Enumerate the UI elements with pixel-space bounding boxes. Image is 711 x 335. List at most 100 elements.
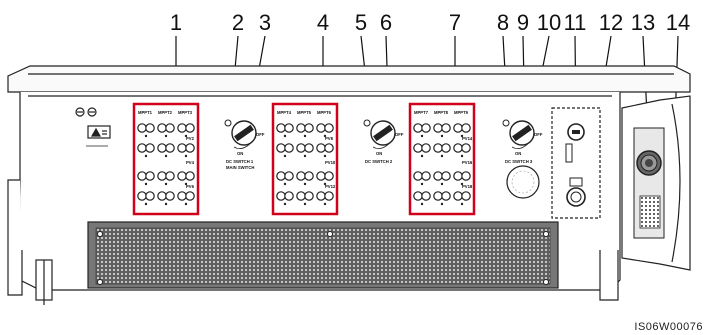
pv-label: PV12 [325,184,336,189]
mppt-label: MPPT3 [178,110,193,115]
pv-connector[interactable] [433,191,443,201]
pv-connector[interactable] [433,171,443,181]
com-port[interactable] [566,187,586,207]
vent-grille [87,221,559,289]
pv-connector[interactable] [284,171,294,181]
pv-connector[interactable] [304,191,314,201]
pv-connector[interactable] [324,143,334,153]
pv-connector[interactable] [316,143,326,153]
pv-connector[interactable] [177,171,187,181]
pv-connector[interactable] [421,191,431,201]
pv-connector[interactable] [316,123,326,133]
pv-connector[interactable] [296,143,306,153]
pv-connector[interactable] [296,191,306,201]
pv-connector[interactable] [461,123,471,133]
pv-connector[interactable] [461,191,471,201]
pv-connector[interactable] [304,171,314,181]
pv-connector[interactable] [316,171,326,181]
pv-connector[interactable] [165,171,175,181]
pv-connector[interactable] [413,171,423,181]
pv-connector[interactable] [137,143,147,153]
pv-connector[interactable] [145,123,155,133]
pv-connector[interactable] [177,143,187,153]
pv-connector[interactable] [316,191,326,201]
pv-connector[interactable] [296,123,306,133]
pv-connector[interactable] [413,143,423,153]
pv-connector[interactable] [453,191,463,201]
pv-connector[interactable] [145,171,155,181]
mppt-label: MPPT6 [317,110,332,115]
pv-connector[interactable] [185,143,195,153]
top-cover [7,65,691,93]
pv-connector[interactable] [157,191,167,201]
pv-connector[interactable] [157,143,167,153]
pv-connector[interactable] [453,123,463,133]
pv-connector[interactable] [324,123,334,133]
pv-connector[interactable] [324,171,334,181]
pv-connector[interactable] [177,123,187,133]
ac-vent-panel [639,195,661,229]
pv-connector[interactable] [165,123,175,133]
mppt-label: MPPT4 [277,110,292,115]
pv-connector[interactable] [441,171,451,181]
pv-connector[interactable] [145,191,155,201]
pv-connector[interactable] [276,191,286,201]
pv-connector[interactable] [296,171,306,181]
pv-connector[interactable] [421,143,431,153]
pv-connector[interactable] [276,123,286,133]
pv-connector[interactable] [304,143,314,153]
pv-connector[interactable] [441,191,451,201]
ac-terminal-area [633,127,665,239]
pv-connector[interactable] [413,191,423,201]
pv-connector[interactable] [441,123,451,133]
pv-connector[interactable] [137,171,147,181]
pv-connector[interactable] [304,123,314,133]
pv-connector[interactable] [441,143,451,153]
pv-connector[interactable] [461,171,471,181]
pv-connector[interactable] [461,143,471,153]
pv-connector[interactable] [276,143,286,153]
pv-label: PV6 [186,184,195,189]
pv-connector[interactable] [324,191,334,201]
pv-label: PV8 [325,136,334,141]
pv-connector[interactable] [137,191,147,201]
pv-connector[interactable] [145,143,155,153]
callout-6: 6 [380,10,392,35]
switch-off-label: OFF [395,132,404,137]
pv-connector[interactable] [433,123,443,133]
pv-connector[interactable] [185,191,195,201]
pv-label: PV2 [186,136,195,141]
callout-14: 14 [666,10,690,35]
pv-connector[interactable] [276,171,286,181]
pv-connector[interactable] [177,191,187,201]
pv-connector[interactable] [453,143,463,153]
pv-connector[interactable] [157,171,167,181]
pv-connector[interactable] [185,171,195,181]
callout-7: 7 [449,10,461,35]
pv-connector[interactable] [421,171,431,181]
pv-connector[interactable] [284,143,294,153]
pv-connector[interactable] [284,191,294,201]
pv-connector[interactable] [137,123,147,133]
pv-connector[interactable] [413,123,423,133]
pv-connector[interactable] [157,123,167,133]
right-mounting-bracket [599,250,619,301]
pv-connector[interactable] [453,171,463,181]
pv-connector[interactable] [421,123,431,133]
switch-off-label: OFF [534,132,543,137]
switch-name-label: DC SWITCH 1 [226,159,254,164]
pv-connector[interactable] [185,123,195,133]
callout-3: 3 [259,10,271,35]
pv-connector[interactable] [433,143,443,153]
pv-connector[interactable] [165,191,175,201]
pv-connector[interactable] [165,143,175,153]
pv-connector[interactable] [284,123,294,133]
